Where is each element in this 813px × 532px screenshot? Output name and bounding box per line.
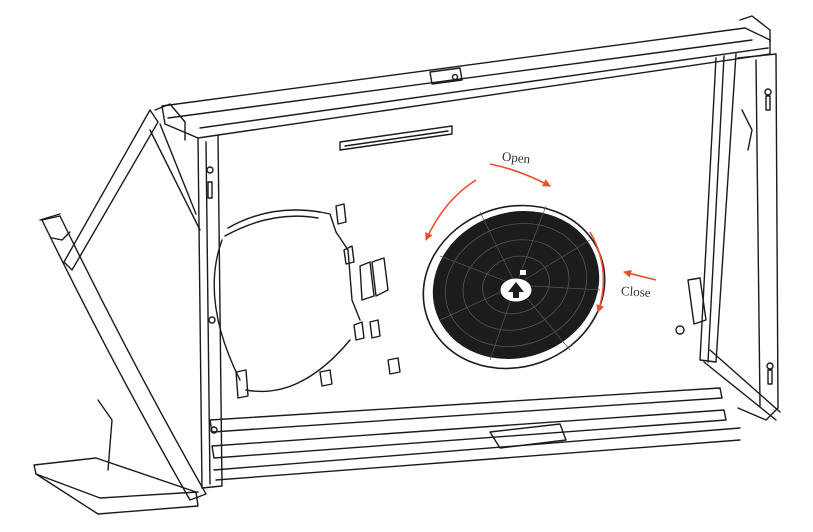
close-arrow xyxy=(623,269,657,281)
left-frame-post xyxy=(197,135,223,489)
right-side-panel xyxy=(737,53,779,421)
close-arrow-right xyxy=(589,231,605,313)
rotation-arrows xyxy=(425,163,657,313)
arrow-icon xyxy=(508,282,524,298)
bottom-trim xyxy=(209,387,723,433)
carbon-filter xyxy=(422,204,606,370)
left-side-panel xyxy=(41,215,207,501)
left-foot xyxy=(33,457,199,515)
open-arrow-upper xyxy=(489,163,551,187)
open-arrow-left xyxy=(425,179,477,241)
close-label: Close xyxy=(620,282,652,301)
open-label: Open xyxy=(501,148,531,167)
left-bracket xyxy=(63,109,159,271)
filter-mount-ring xyxy=(227,209,321,229)
top-frame xyxy=(161,27,771,139)
vent-slot xyxy=(339,125,453,151)
